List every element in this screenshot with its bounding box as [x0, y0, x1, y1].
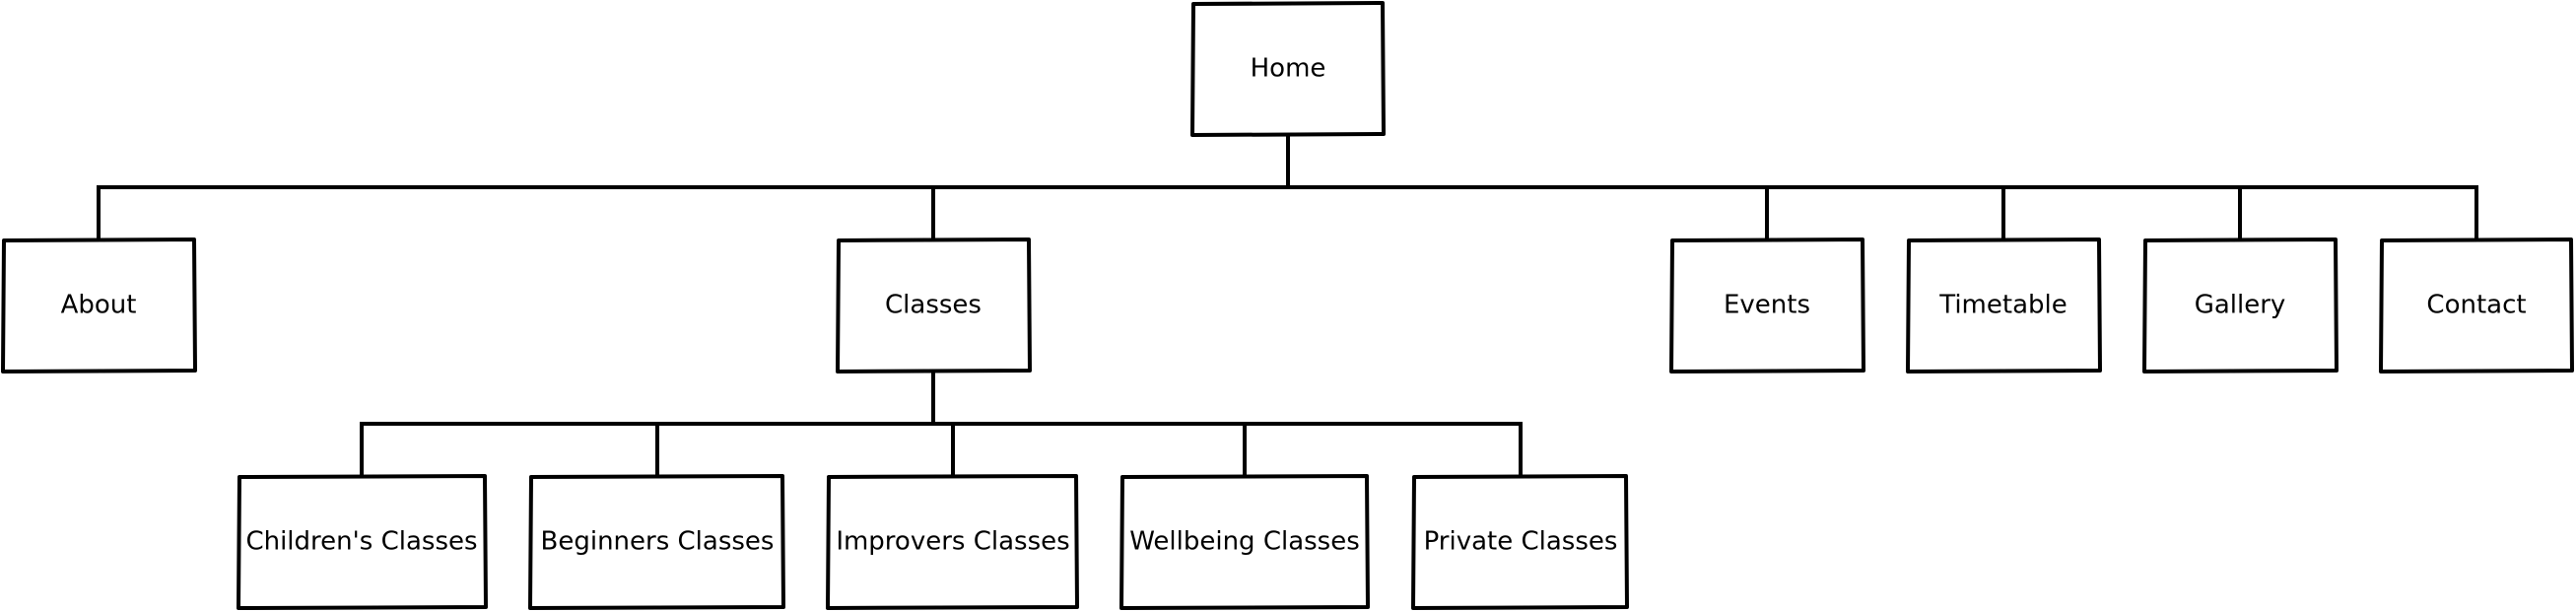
node-classes: Classes [836, 238, 1032, 373]
node-events-box [1669, 238, 1865, 373]
node-private-classes-box [1411, 474, 1629, 610]
node-classes-label: Classes [885, 291, 982, 320]
node-childrens-classes-label: Children's Classes [245, 527, 477, 557]
node-events-label: Events [1724, 291, 1810, 320]
node-events: Events [1669, 238, 1865, 373]
connectors [97, 133, 2478, 479]
node-improvers-classes-box [826, 474, 1079, 610]
node-about-box [1, 238, 197, 373]
node-about-label: About [61, 291, 137, 320]
node-home-label: Home [1251, 54, 1326, 84]
node-gallery-label: Gallery [2195, 291, 2286, 320]
node-improvers-classes-label: Improvers Classes [836, 527, 1069, 557]
node-improvers-classes: Improvers Classes [826, 474, 1079, 610]
node-beginners-classes-label: Beginners Classes [541, 527, 775, 557]
node-private-classes-label: Private Classes [1424, 527, 1618, 557]
node-contact-box [2379, 238, 2574, 373]
node-home: Home [1190, 1, 1386, 137]
node-wellbeing-classes-label: Wellbeing Classes [1129, 527, 1360, 557]
node-childrens-classes-box [237, 474, 488, 610]
node-classes-box [836, 238, 1032, 373]
node-timetable: Timetable [1906, 238, 2102, 373]
node-gallery: Gallery [2142, 238, 2339, 373]
node-wellbeing-classes: Wellbeing Classes [1119, 474, 1370, 610]
node-timetable-label: Timetable [1938, 291, 2067, 320]
node-contact: Contact [2379, 238, 2574, 373]
node-beginners-classes-box [528, 474, 785, 610]
node-timetable-box [1906, 238, 2102, 373]
node-beginners-classes: Beginners Classes [528, 474, 785, 610]
node-about: About [1, 238, 197, 373]
node-private-classes: Private Classes [1411, 474, 1629, 610]
node-wellbeing-classes-box [1119, 474, 1370, 610]
node-gallery-box [2142, 238, 2339, 373]
node-contact-label: Contact [2426, 291, 2526, 320]
node-childrens-classes: Children's Classes [237, 474, 488, 610]
node-home-box [1190, 1, 1386, 137]
